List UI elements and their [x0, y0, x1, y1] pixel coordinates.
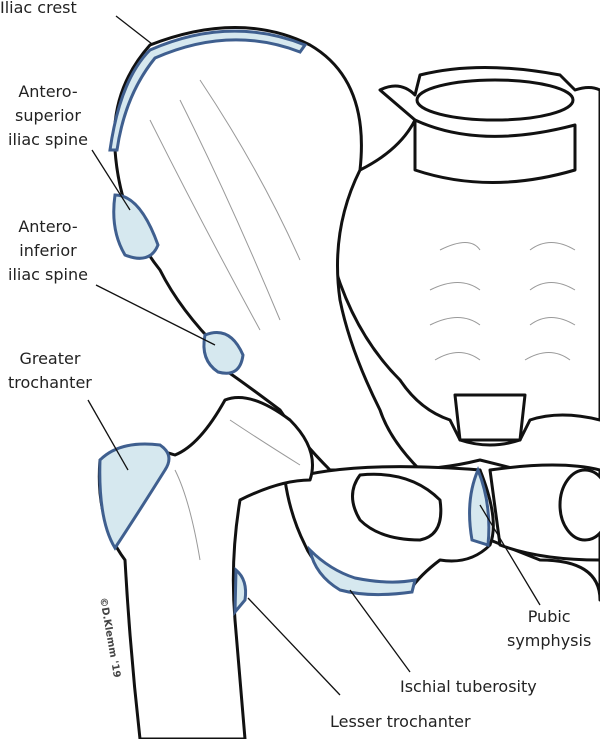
femur	[97, 396, 314, 739]
label-pubic-symphysis: Pubic symphysis	[507, 605, 591, 653]
leader-greater-trochanter	[87, 399, 129, 471]
leader-iliac-crest	[115, 15, 153, 45]
sacrum	[327, 66, 600, 447]
leader-asis	[91, 149, 131, 211]
label-greater-trochanter: Greater trochanter	[8, 347, 92, 395]
label-line: superior	[15, 106, 81, 125]
ischium-pubis	[283, 463, 600, 597]
label-asis: Antero- superior iliac spine	[8, 80, 88, 152]
label-lesser-trochanter: Lesser trochanter	[330, 712, 471, 731]
label-aiis: Antero- inferior iliac spine	[8, 215, 88, 287]
leader-aiis	[95, 284, 216, 346]
label-line: iliac spine	[8, 265, 88, 284]
label-line: Greater	[19, 349, 81, 368]
label-ischial-tuberosity: Ischial tuberosity	[400, 677, 537, 696]
label-line: Antero-	[18, 82, 78, 101]
label-line: trochanter	[8, 373, 92, 392]
label-line: inferior	[19, 241, 77, 260]
leader-lesser-trochanter	[247, 597, 341, 696]
label-line: symphysis	[507, 631, 592, 650]
label-iliac-crest: Iliac crest	[0, 0, 77, 17]
signature: ©D.Klemm '19	[97, 597, 122, 679]
leader-ischial-tuberosity	[349, 589, 411, 673]
leader-pubic-symphysis	[479, 504, 541, 606]
label-line: Antero-	[18, 217, 78, 236]
label-line: Pubic	[527, 607, 571, 626]
label-line: iliac spine	[8, 130, 88, 149]
